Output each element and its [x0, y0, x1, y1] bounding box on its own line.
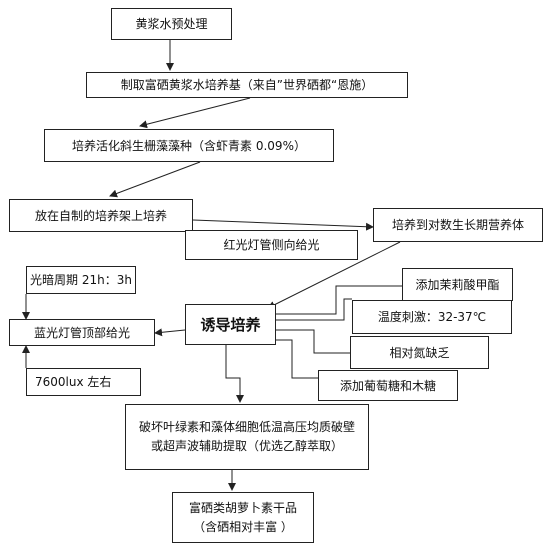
node-red-light-side: 红光灯管侧向给光 [185, 230, 358, 260]
node-nitrogen-deficiency: 相对氮缺乏 [350, 336, 489, 369]
node-blue-light-top: 蓝光灯管顶部给光 [9, 319, 155, 346]
node-label: 红光灯管侧向给光 [223, 238, 320, 252]
node-glucose-xylose: 添加葡萄糖和木糖 [318, 370, 458, 401]
arrow-induction-to-bluelight [154, 328, 186, 337]
node-activate-algae-strain: 培养活化斜生栅藻藻种（含虾青素 0.09%） [44, 129, 334, 162]
node-temperature-stimulus: 温度刺激：32-37℃ [352, 300, 512, 334]
node-label: 培养活化斜生栅藻藻种（含虾青素 0.09%） [72, 138, 306, 153]
node-label: 诱导培养 [200, 315, 261, 334]
node-label: 培养到对数生长期营养体 [391, 218, 524, 232]
node-label: 相对氮缺乏 [389, 345, 450, 360]
arrow-activate-to-rack [109, 161, 201, 198]
node-selenium-medium: 制取富硒黄浆水培养基（来自”世界硒都“恩施） [86, 72, 408, 98]
node-label: 添加茉莉酸甲酯 [415, 277, 500, 292]
node-log-phase-culture: 培养到对数生长期营养体 [373, 208, 543, 242]
node-photoperiod: 光暗周期 21h：3h [26, 266, 136, 294]
line-induction-to-temperature [276, 298, 352, 321]
node-selenium-carotenoid-product: 富硒类胡萝卜素干品（含硒相对丰富 ） [172, 492, 314, 543]
arrow-medium-to-activate [139, 97, 251, 129]
node-label: 制取富硒黄浆水培养基（来自”世界硒都“恩施） [120, 78, 374, 92]
node-induction-culture: 诱导培养 [185, 304, 276, 345]
arrow-induction-to-breakage [225, 345, 244, 403]
node-label: 黄浆水预处理 [135, 17, 208, 31]
node-label: 7600lux 左右 [35, 375, 112, 389]
arrow-logphase-to-induction [267, 241, 401, 309]
node-label: 富硒类胡萝卜素干品（含硒相对丰富 ） [188, 500, 297, 534]
node-cell-wall-breakage-extraction: 破坏叶绿素和藻体细胞低温高压均质破壁或超声波辅助提取（优选乙醇萃取） [125, 404, 369, 470]
node-label: 温度刺激：32-37℃ [377, 310, 487, 324]
node-label: 破坏叶绿素和藻体细胞低温高压均质破壁或超声波辅助提取（优选乙醇萃取） [138, 420, 355, 453]
node-label: 放在自制的培养架上培养 [34, 208, 167, 223]
line-induction-to-glucose [276, 339, 318, 379]
node-label: 蓝光灯管顶部给光 [33, 325, 130, 340]
node-yellow-slurry-pretreatment: 黄浆水预处理 [111, 8, 232, 40]
node-methyl-jasmonate: 添加茉莉酸甲酯 [402, 268, 513, 301]
node-label: 光暗周期 21h：3h [30, 273, 132, 287]
line-induction-to-nitrogen [276, 329, 350, 354]
line-induction-to-jasmonate [276, 285, 402, 315]
arrow-rack-to-logphase [192, 219, 374, 231]
node-label: 添加葡萄糖和木糖 [339, 378, 436, 393]
node-culture-rack: 放在自制的培养架上培养 [9, 199, 193, 232]
node-light-intensity: 7600lux 左右 [26, 368, 141, 396]
